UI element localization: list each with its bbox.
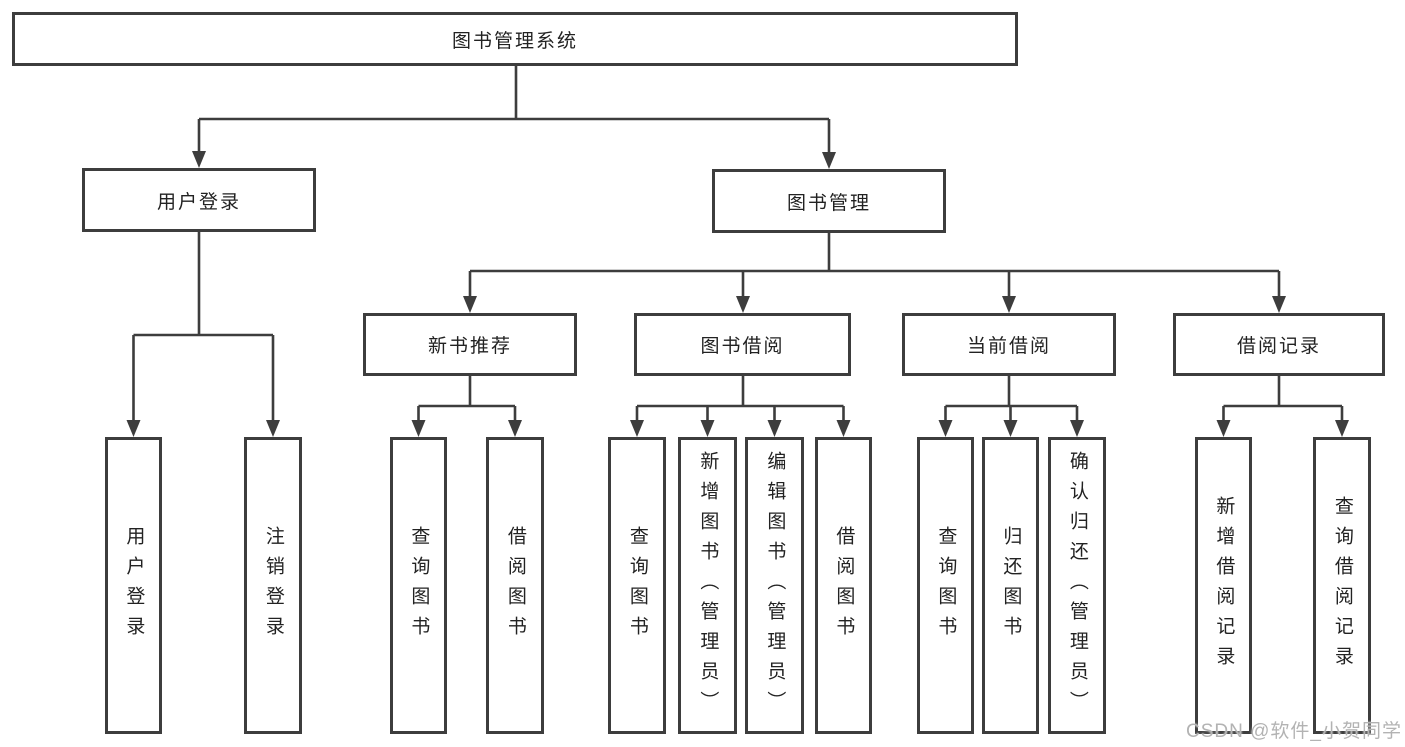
leaf-logout-label: 注销登录 — [262, 525, 284, 646]
leaf-query-books-borrow: 查询图书 — [608, 437, 666, 734]
node-new-book-recommend-label: 新书推荐 — [427, 336, 512, 357]
leaf-logout: 注销登录 — [244, 437, 302, 734]
node-current-borrow-label: 当前借阅 — [966, 336, 1051, 357]
leaf-borrow-books-recommend: 借阅图书 — [486, 437, 544, 734]
leaf-query-books-recommend-label: 查询图书 — [408, 525, 430, 646]
leaf-borrow-books-recommend-label: 借阅图书 — [504, 525, 526, 646]
leaf-add-borrow-record-label: 新增借阅记录 — [1213, 495, 1235, 676]
leaf-query-books-current: 查询图书 — [917, 437, 974, 734]
connector-paths — [132, 66, 1344, 421]
node-user-login-label: 用户登录 — [156, 191, 241, 213]
leaf-query-books-current-label: 查询图书 — [935, 525, 957, 646]
node-book-management: 图书管理 — [712, 169, 946, 233]
leaf-add-book-admin: 新增图书（管理员） — [678, 437, 737, 734]
arrowheads — [126, 151, 1349, 437]
node-current-borrow: 当前借阅 — [902, 313, 1116, 376]
leaf-query-books-recommend: 查询图书 — [390, 437, 447, 734]
leaf-borrow-books-label: 借阅图书 — [833, 525, 855, 646]
leaf-borrow-books: 借阅图书 — [815, 437, 872, 734]
leaf-edit-book-admin-label: 编辑图书（管理员） — [764, 450, 786, 721]
node-library-system-label: 图书管理系统 — [451, 30, 578, 52]
csdn-watermark: CSDN @软件_小贺同学 — [1186, 721, 1402, 742]
leaf-return-book: 归还图书 — [982, 437, 1039, 734]
node-borrow-records-label: 借阅记录 — [1236, 336, 1321, 357]
node-book-management-label: 图书管理 — [786, 192, 871, 214]
leaf-add-book-admin-label: 新增图书（管理员） — [697, 450, 719, 721]
leaf-confirm-return-admin: 确认归还（管理员） — [1048, 437, 1106, 734]
leaf-user-login-label: 用户登录 — [123, 525, 145, 646]
leaf-confirm-return-admin-label: 确认归还（管理员） — [1066, 450, 1088, 721]
leaf-add-borrow-record: 新增借阅记录 — [1195, 437, 1252, 734]
leaf-return-book-label: 归还图书 — [1000, 525, 1022, 646]
leaf-query-borrow-record: 查询借阅记录 — [1313, 437, 1371, 734]
node-borrow-records: 借阅记录 — [1173, 313, 1385, 376]
node-new-book-recommend: 新书推荐 — [363, 313, 577, 376]
node-library-system: 图书管理系统 — [12, 12, 1018, 66]
leaf-user-login: 用户登录 — [105, 437, 162, 734]
node-user-login: 用户登录 — [82, 168, 316, 232]
leaf-query-borrow-record-label: 查询借阅记录 — [1331, 495, 1353, 676]
leaf-query-books-borrow-label: 查询图书 — [626, 525, 648, 646]
node-book-borrow: 图书借阅 — [634, 313, 851, 376]
leaf-edit-book-admin: 编辑图书（管理员） — [745, 437, 804, 734]
node-book-borrow-label: 图书借阅 — [700, 336, 785, 357]
